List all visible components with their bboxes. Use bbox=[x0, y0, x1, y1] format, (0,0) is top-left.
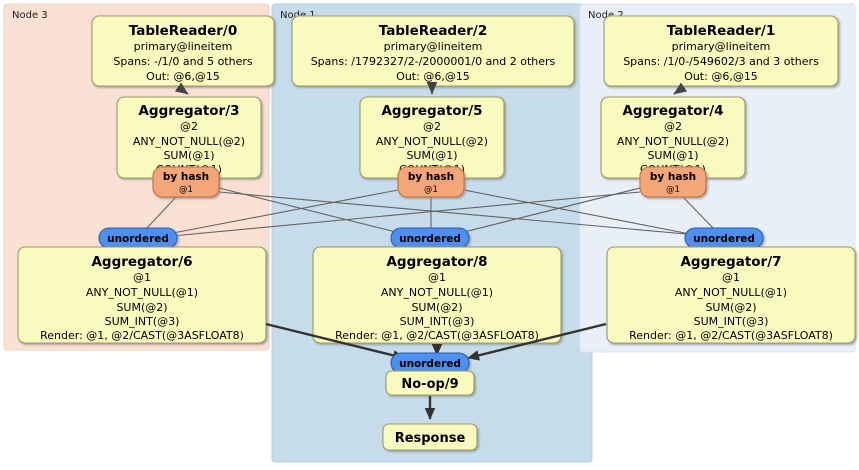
processor-aggregator4[interactable]: Aggregator/4 @2 ANY_NOT_NULL(@2) SUM(@1)… bbox=[600, 96, 746, 179]
processor-aggregator3-line-1: ANY_NOT_NULL(@2) bbox=[133, 135, 245, 148]
processor-response[interactable]: Response bbox=[382, 423, 478, 451]
processor-aggregator8-line-0: @1 bbox=[428, 271, 446, 284]
processor-aggregator5[interactable]: Aggregator/5 @2 ANY_NOT_NULL(@2) SUM(@1)… bbox=[359, 96, 505, 179]
processor-aggregator8[interactable]: Aggregator/8 @1 ANY_NOT_NULL(@1) SUM(@2)… bbox=[312, 246, 562, 344]
edge-byhash4-to-unordered7 bbox=[682, 196, 715, 230]
processor-aggregator6-title: Aggregator/6 bbox=[91, 254, 192, 270]
processor-tablereader1-title: TableReader/1 bbox=[667, 23, 776, 39]
processor-response-box[interactable] bbox=[382, 423, 478, 451]
processor-tablereader2-title: TableReader/2 bbox=[379, 23, 488, 39]
processor-aggregator7-line-1: ANY_NOT_NULL(@1) bbox=[675, 286, 787, 299]
output-router-byhash5-shape[interactable] bbox=[397, 166, 465, 198]
output-router-byhash4[interactable]: by hash @1 bbox=[639, 166, 707, 198]
input-sync-unordered8-label: unordered bbox=[399, 233, 461, 245]
processor-aggregator7-line-3: SUM_INT(@3) bbox=[694, 315, 769, 328]
node-panel-node3-label: Node 3 bbox=[12, 10, 48, 21]
processor-aggregator3-title: Aggregator/3 bbox=[138, 103, 239, 119]
processor-aggregator6-line-3: SUM_INT(@3) bbox=[105, 315, 180, 328]
output-router-byhash5[interactable]: by hash @1 bbox=[397, 166, 465, 198]
processor-tablereader2-line-1: Spans: /1792327/2-/2000001/0 and 2 other… bbox=[311, 55, 556, 68]
edge-byhash3-to-unordered6 bbox=[145, 196, 177, 230]
processor-aggregator6[interactable]: Aggregator/6 @1 ANY_NOT_NULL(@1) SUM(@2)… bbox=[17, 246, 267, 344]
processor-aggregator7-line-2: SUM(@2) bbox=[705, 301, 756, 314]
edge-byhash5-to-unordered7 bbox=[463, 189, 691, 235]
processor-aggregator4-line-2: SUM(@1) bbox=[647, 149, 698, 162]
processor-tablereader1-line-0: primary@lineitem bbox=[672, 40, 771, 53]
processor-tablereader2[interactable]: TableReader/2 primary@lineitem Spans: /1… bbox=[291, 15, 575, 87]
processor-aggregator7[interactable]: Aggregator/7 @1 ANY_NOT_NULL(@1) SUM(@2)… bbox=[606, 246, 856, 344]
output-router-byhash3[interactable]: by hash @1 bbox=[152, 166, 220, 198]
edge-byhash4-to-unordered8 bbox=[455, 187, 641, 235]
router-edges bbox=[145, 187, 715, 237]
processor-aggregator6-line-0: @1 bbox=[133, 271, 151, 284]
edge-byhash3-to-unordered8 bbox=[218, 187, 405, 235]
processor-tablereader0[interactable]: TableReader/0 primary@lineitem Spans: -/… bbox=[91, 15, 275, 87]
processor-aggregator5-line-0: @2 bbox=[423, 120, 441, 133]
processor-tablereader0-line-1: Spans: -/1/0 and 5 others bbox=[113, 55, 252, 68]
processor-tablereader1-line-2: Out: @6,@15 bbox=[684, 70, 758, 83]
processor-tablereader2-line-0: primary@lineitem bbox=[384, 40, 483, 53]
processor-aggregator5-line-2: SUM(@1) bbox=[406, 149, 457, 162]
input-sync-unordered7-label: unordered bbox=[693, 233, 755, 245]
input-sync-unordered6[interactable]: unordered bbox=[98, 227, 178, 249]
output-router-byhash3-label: by hash bbox=[163, 171, 209, 183]
output-router-byhash3-shape[interactable] bbox=[152, 166, 220, 198]
processor-tablereader1[interactable]: TableReader/1 primary@lineitem Spans: /1… bbox=[603, 15, 839, 87]
output-router-byhash5-sub: @1 bbox=[424, 185, 438, 195]
processor-tablereader2-line-2: Out: @6,@15 bbox=[396, 70, 470, 83]
processor-tablereader0-line-2: Out: @6,@15 bbox=[146, 70, 220, 83]
processor-aggregator7-title: Aggregator/7 bbox=[680, 254, 781, 270]
processor-aggregator5-title: Aggregator/5 bbox=[381, 103, 482, 119]
processor-aggregator8-title: Aggregator/8 bbox=[386, 254, 487, 270]
processor-aggregator3[interactable]: Aggregator/3 @2 ANY_NOT_NULL(@2) SUM(@1)… bbox=[116, 96, 262, 179]
processor-aggregator7-line-0: @1 bbox=[722, 271, 740, 284]
processor-aggregator8-box[interactable] bbox=[312, 246, 562, 344]
node-panel-node2-label: Node 2 bbox=[588, 10, 624, 21]
processor-tablereader1-box[interactable] bbox=[603, 15, 839, 87]
edge-tablereader1-to-aggregator4 bbox=[673, 82, 688, 95]
processor-aggregator7-box[interactable] bbox=[606, 246, 856, 344]
edge-aggregator7-to-unordered9 bbox=[467, 322, 607, 361]
input-sync-unordered7[interactable]: unordered bbox=[684, 227, 764, 249]
processor-noop9-box[interactable] bbox=[385, 370, 475, 396]
processor-aggregator3-line-2: SUM(@1) bbox=[163, 149, 214, 162]
processor-tablereader1-line-1: Spans: /1/0-/549602/3 and 3 others bbox=[623, 55, 819, 68]
processor-aggregator4-title: Aggregator/4 bbox=[622, 103, 723, 119]
processor-aggregator6-line-1: ANY_NOT_NULL(@1) bbox=[86, 286, 198, 299]
processor-aggregator3-line-0: @2 bbox=[180, 120, 198, 133]
processor-aggregator4-line-0: @2 bbox=[664, 120, 682, 133]
output-router-byhash3-sub: @1 bbox=[179, 185, 193, 195]
processor-aggregator8-line-3: SUM_INT(@3) bbox=[400, 315, 475, 328]
input-sync-unordered9[interactable]: unordered bbox=[390, 352, 470, 374]
output-router-byhash5-label: by hash bbox=[408, 171, 454, 183]
processor-aggregator6-line-2: SUM(@2) bbox=[116, 301, 167, 314]
processor-aggregator8-line-2: SUM(@2) bbox=[411, 301, 462, 314]
processor-noop9[interactable]: No-op/9 bbox=[385, 370, 475, 396]
input-sync-unordered9-label: unordered bbox=[399, 358, 461, 370]
processor-tablereader0-line-0: primary@lineitem bbox=[134, 40, 233, 53]
processor-tablereader0-title: TableReader/0 bbox=[129, 23, 238, 39]
processor-aggregator7-line-4: Render: @1, @2/CAST(@3ASFLOAT8) bbox=[629, 329, 833, 342]
output-router-byhash4-label: by hash bbox=[650, 171, 696, 183]
edge-byhash5-to-unordered6 bbox=[167, 189, 399, 235]
processor-aggregator6-box[interactable] bbox=[17, 246, 267, 344]
edge-byhash3-to-unordered7 bbox=[218, 191, 687, 235]
processor-aggregator5-line-1: ANY_NOT_NULL(@2) bbox=[376, 135, 488, 148]
processor-response-label: Response bbox=[395, 431, 466, 446]
processor-aggregator4-line-1: ANY_NOT_NULL(@2) bbox=[617, 135, 729, 148]
processor-aggregator8-line-4: Render: @1, @2/CAST(@3ASFLOAT8) bbox=[335, 329, 539, 342]
input-sync-unordered8[interactable]: unordered bbox=[390, 227, 470, 249]
node-panel-node1-label: Node 1 bbox=[280, 10, 316, 21]
edge-aggregator6-to-unordered9 bbox=[265, 322, 405, 361]
input-sync-unordered6-label: unordered bbox=[107, 233, 169, 245]
output-router-byhash4-shape[interactable] bbox=[639, 166, 707, 198]
output-router-byhash4-sub: @1 bbox=[666, 185, 680, 195]
processor-aggregator6-line-4: Render: @1, @2/CAST(@3ASFLOAT8) bbox=[40, 329, 244, 342]
edge-byhash4-to-unordered6 bbox=[171, 191, 641, 237]
edge-tablereader0-to-aggregator3 bbox=[174, 82, 189, 95]
processor-aggregator8-line-1: ANY_NOT_NULL(@1) bbox=[381, 286, 493, 299]
processor-noop9-label: No-op/9 bbox=[401, 377, 458, 392]
